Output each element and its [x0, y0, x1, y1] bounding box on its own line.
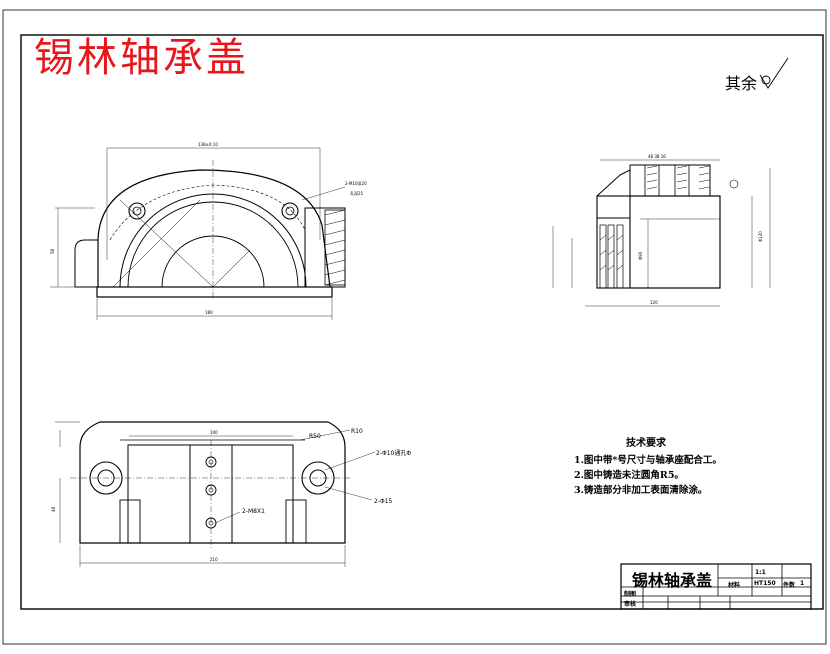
label-hole-1: 2-Φ10通孔Φ [376, 449, 411, 457]
surface-finish-symbol [759, 57, 789, 89]
svg-text:Φ90: Φ90 [638, 251, 643, 260]
front-view: 138±0.10 180 58 2-M10深20 孔深25 [50, 142, 367, 320]
tech-item: 1.图中带*号尺寸与轴承座配合工。 [574, 455, 722, 466]
title-block-checked-label: 审核 [624, 601, 637, 608]
top-view: 100 210 48 [51, 421, 376, 567]
title-block-drawn-label: 制图 [624, 591, 637, 598]
label-r10: R10 [351, 428, 363, 435]
svg-text:210: 210 [210, 557, 218, 562]
svg-text:138±0.10: 138±0.10 [198, 142, 218, 147]
svg-text:Φ120: Φ120 [758, 231, 763, 242]
tech-heading: 技术要求 [626, 438, 666, 449]
svg-text:100: 100 [210, 430, 218, 435]
label-r50: R50 [309, 433, 321, 440]
tech-item: 3.铸造部分非加工表面清除涂。 [574, 485, 708, 496]
label-thread: 2-M8X1 [242, 508, 265, 515]
title-block-scale: 1:1 [755, 569, 766, 576]
side-view: 48 38 16 120 Φ120 Φ90 [552, 154, 771, 307]
label-hole-2: 2-Φ15 [374, 498, 393, 505]
inner-frame [20, 34, 824, 610]
outer-frame [2, 9, 827, 645]
title-block-qty-label: 件数 [783, 582, 796, 589]
svg-text:58: 58 [50, 248, 55, 254]
drawing-title: 锡林轴承盖 [34, 35, 249, 81]
svg-text:120: 120 [650, 300, 658, 305]
svg-text:48: 48 [51, 506, 56, 512]
svg-text:2-M10深20: 2-M10深20 [345, 180, 367, 186]
technical-requirements: 技术要求 1.图中带*号尺寸与轴承座配合工。 2.图中铸造未注圆角R5。 3.铸… [574, 434, 722, 498]
title-block-material: HT150 [754, 580, 776, 587]
title-block-name: 锡林轴承盖 [632, 571, 713, 590]
surface-finish-label: 其余 [725, 74, 758, 93]
svg-text:180: 180 [205, 310, 213, 315]
title-block-material-label: 材料 [728, 582, 741, 589]
svg-text:孔深25: 孔深25 [350, 190, 364, 196]
title-block-qty: 1 [800, 580, 805, 587]
title-block [620, 563, 812, 610]
surface-finish-note: 其余 [725, 70, 757, 94]
tech-item: 2.图中铸造未注圆角R5。 [574, 470, 684, 481]
svg-text:48 38 16: 48 38 16 [648, 154, 666, 159]
